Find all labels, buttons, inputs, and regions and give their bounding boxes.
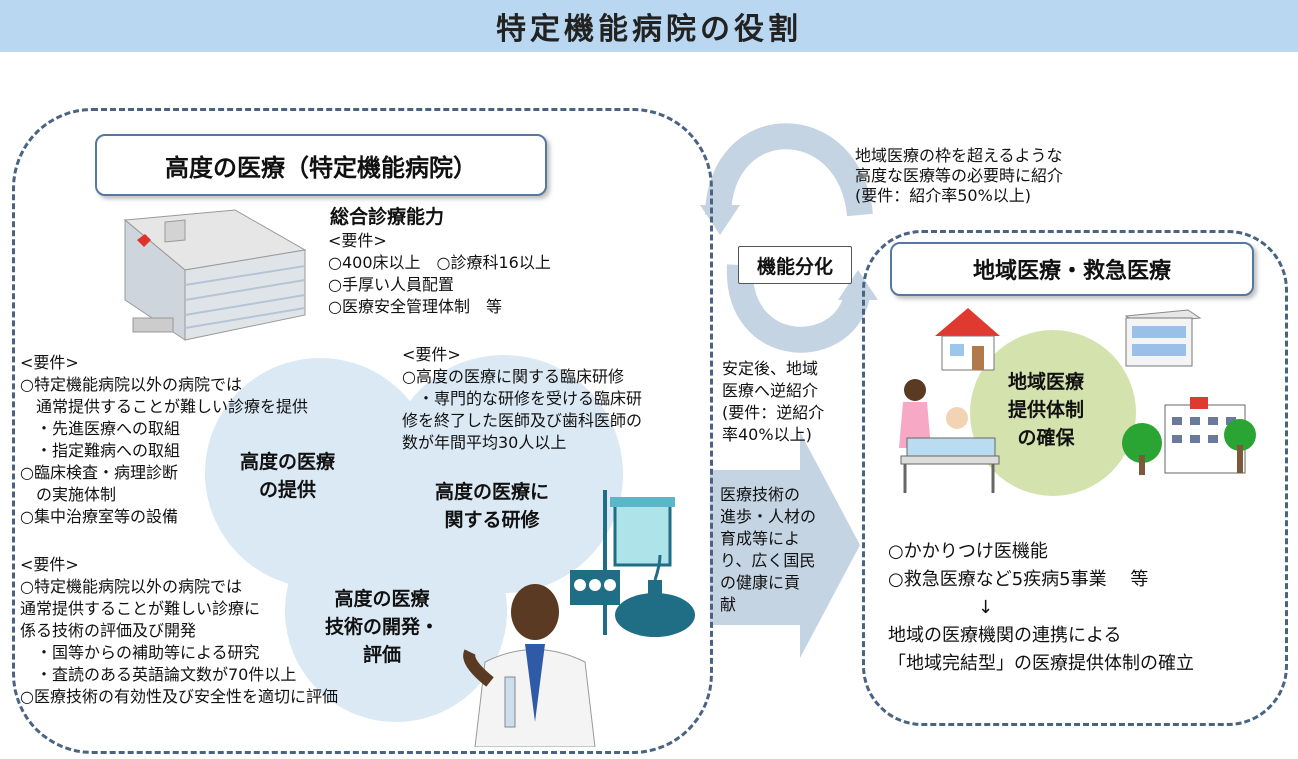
right-region-frame <box>862 230 1288 726</box>
training-requirements: <要件> ○高度の医療に関する臨床研修 ・専門的な研修を受ける臨床研 修を終了し… <box>402 345 643 452</box>
doctor-icon <box>463 584 596 747</box>
training-label: 高度の医療に 関する研修 <box>435 481 550 531</box>
hospital-building-icon <box>123 209 307 341</box>
clinic-building-icon <box>1124 309 1202 367</box>
general-care-heading: 総合診療能力 <box>330 206 445 228</box>
regional-care-circle <box>970 330 1136 496</box>
general-care-requirements: <要件> ○400床以上 ○診療科16以上 ○手厚い人員配置 ○医療安全管理体制… <box>328 231 551 316</box>
function-division-label: 機能分化 <box>738 246 852 284</box>
house-icon <box>935 308 1000 371</box>
left-region-frame <box>12 108 713 754</box>
development-circle <box>285 500 507 722</box>
development-requirements: <要件> ○特定機能病院以外の病院では 通常提供することが難しい診療に 係る技術… <box>20 555 338 706</box>
regional-care-items: ○かかりつけ医機能 ○救急医療など5疾病5事業 等 ↓ 地域の医療機関の連携によ… <box>888 541 1194 674</box>
provision-label: 高度の医療 の提供 <box>240 451 336 501</box>
reverse-referral-text: 安定後、地域 医療へ逆紹介 (要件：逆紹介 率40%以上) <box>722 359 825 444</box>
hospital-trees-icon <box>1122 397 1256 475</box>
provision-requirements: <要件> ○特定機能病院以外の病院では 通常提供することが難しい診療を提供 ・先… <box>20 353 309 526</box>
lab-equipment-icon <box>570 490 695 637</box>
development-label: 高度の医療 技術の開発・ 評価 <box>325 588 440 666</box>
regional-care-circle-label: 地域医療 提供体制 の確保 <box>1008 371 1085 449</box>
page-title: 特定機能病院の役割 <box>0 0 1298 52</box>
contribution-text: 医療技術の 進歩・人材の 育成等によ り、広く国民 の健康に貢 献 <box>720 485 817 614</box>
referral-text: 地域医療の枠を超えるような 高度な医療等の必要時に紹介 (要件：紹介率50%以上… <box>855 146 1064 205</box>
regional-care-title: 地域医療・救急医療 <box>890 242 1254 296</box>
advanced-care-title: 高度の医療（特定機能病院） <box>95 134 547 196</box>
patient-care-icon <box>899 379 1000 493</box>
